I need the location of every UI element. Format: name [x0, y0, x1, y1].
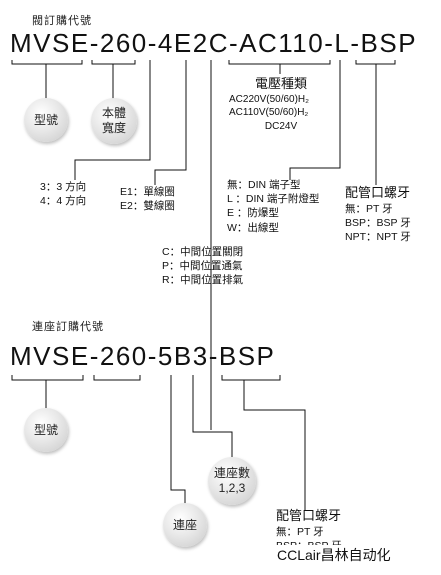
code-series: MVSE: [10, 341, 90, 371]
section2-order-code: MVSE-260-5B3-BSP: [10, 343, 275, 369]
bracket-series: [11, 60, 83, 65]
center-position-option: C：中間位置關閉: [162, 246, 244, 258]
code-dash: -: [324, 28, 335, 58]
code-dash: -: [228, 28, 240, 58]
code-manifold: 5: [157, 341, 174, 371]
center-position-option: R：中間位置排氣: [162, 274, 244, 287]
thread-heading: 配管口螺牙: [345, 185, 411, 200]
connector-option: 無：DIN 端子型: [227, 179, 301, 191]
center-position-option: P：中間位置通氣: [162, 260, 243, 273]
code-coil-number: 2: [192, 28, 209, 58]
thread-option: 無：PT 牙: [345, 202, 393, 215]
bracket-body-width: [91, 60, 136, 65]
code-dash: -: [147, 28, 158, 58]
code-thread: BSP: [218, 341, 276, 371]
code-dash: -: [208, 341, 219, 371]
thread-block: 配管口螺牙 無：PT 牙 BSP：BSP 牙 NPT：NPT 牙: [345, 185, 411, 244]
bracket-thread: [355, 60, 396, 65]
code-direction: 4: [157, 28, 174, 58]
thread-option: NPT：NPT 牙: [345, 231, 411, 244]
center-position-block: C：中間位置關閉 P：中間位置通氣 R：中間位置排氣: [162, 245, 243, 288]
coil-option: E1：單線圈: [120, 186, 175, 198]
code-voltage: AC110: [239, 28, 325, 58]
connector-option: W：出線型: [227, 221, 279, 234]
circle-body-width: 本體 寬度: [91, 98, 137, 144]
connector-block: 無：DIN 端子型 L ：DIN 端子附燈型 E ：防爆型 W：出線型: [227, 178, 319, 235]
voltage-heading: 電壓種類: [254, 76, 307, 91]
connector-option: L ：DIN 端子附燈型: [227, 193, 320, 206]
line2-manifold: [170, 375, 186, 505]
code-coil-letter: E: [173, 28, 193, 58]
code-thread: BSP: [360, 28, 418, 58]
bracket2-body-width: [93, 375, 141, 381]
thread2-block: 配管口螺牙 無：PT 牙 BSP：BSP 牙: [276, 508, 342, 547]
voltage-option: AC220V(50/60)H₂: [229, 93, 310, 105]
code-manifold-type: B: [173, 341, 193, 371]
watermark: CCLair昌林自动化: [275, 545, 393, 565]
line-direction: [74, 60, 151, 180]
code-stations: 3: [192, 341, 209, 371]
code-series: MVSE: [10, 28, 90, 58]
circle2-stations: 連座數 1,2,3: [208, 457, 256, 505]
coil-option: E2：雙線圈: [120, 200, 175, 213]
connector-option: E ：防爆型: [227, 207, 279, 220]
voltage-option: AC110V(50/60)H₂: [229, 107, 309, 119]
section1-title: 閥訂購代號: [32, 15, 92, 27]
thread2-option: 無：PT 牙: [276, 525, 324, 538]
direction-option: 4：4 方向: [40, 195, 87, 208]
section1-order-code: MVSE-260-4E2C-AC110-L-BSP: [10, 30, 417, 56]
line-coil: [154, 60, 187, 185]
code-connector: L: [334, 28, 351, 58]
direction-block: 3：3 方向 4：4 方向: [40, 180, 86, 208]
circle2-manifold: 連座: [163, 503, 207, 547]
code-dash: -: [350, 28, 361, 58]
voltage-block: 電壓種類 AC220V(50/60)H₂ AC110V(50/60)H₂ DC2…: [229, 76, 333, 133]
code-dash: -: [89, 341, 100, 371]
thread-option: BSP：BSP 牙: [345, 217, 411, 230]
code-dash: -: [89, 28, 100, 58]
bracket-voltage: [228, 60, 331, 65]
code-body-width: 260: [99, 341, 148, 371]
direction-option: 3：3 方向: [40, 181, 87, 193]
line2-thread: [243, 380, 306, 510]
thread2-heading: 配管口螺牙: [276, 508, 342, 523]
bracket2-thread: [221, 375, 281, 381]
code-body-width: 260: [99, 28, 148, 58]
bracket2-series: [11, 375, 84, 381]
voltage-option: DC24V: [264, 120, 298, 132]
code-dash: -: [147, 341, 158, 371]
line2-stations: [192, 375, 233, 460]
line-connector: [289, 60, 341, 180]
circle2-model: 型號: [24, 408, 68, 452]
thread2-option: BSP：BSP 牙: [276, 540, 342, 548]
code-center-position: C: [208, 28, 229, 58]
section2-title: 連座訂購代號: [32, 321, 104, 333]
coil-block: E1：單線圈 E2：雙線圈: [120, 185, 175, 213]
circle-model: 型號: [24, 98, 68, 142]
